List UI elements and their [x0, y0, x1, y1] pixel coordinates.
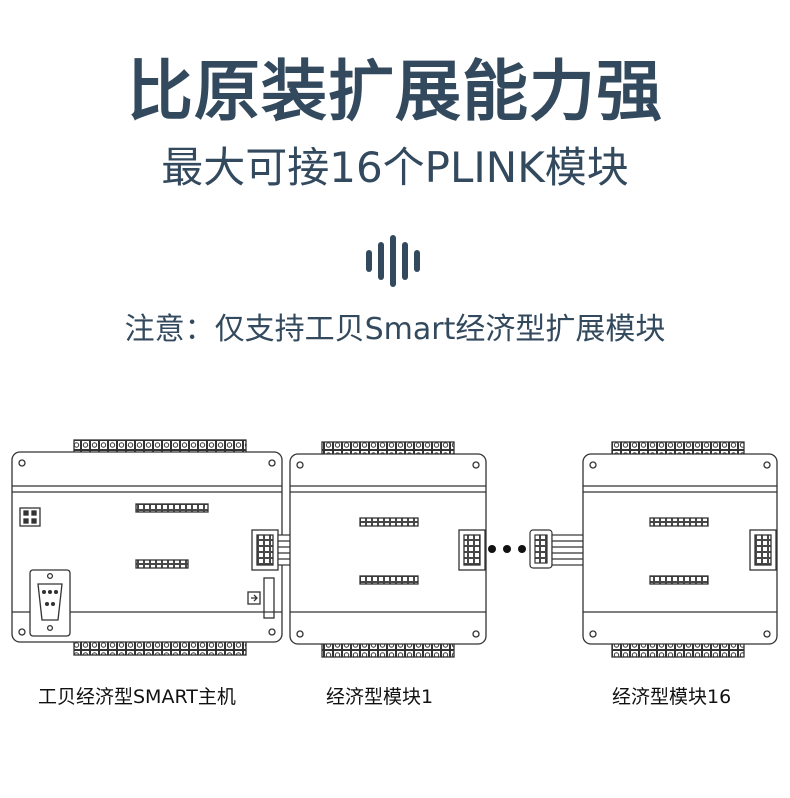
module-16 [582, 441, 778, 658]
host-label: 工贝经济型SMART主机 [38, 686, 236, 708]
module-16-label: 经济型模块16 [612, 686, 732, 708]
page-subtitle: 最大可接16个PLINK模块 [161, 143, 629, 192]
compatibility-note: 注意：仅支持工贝Smart经济型扩展模块 [124, 312, 666, 347]
dots-icon [488, 545, 526, 553]
page-title: 比原装扩展能力强 [127, 53, 663, 130]
module-1 [289, 441, 487, 658]
host-plc [11, 439, 283, 656]
module-1-label: 经济型模块1 [326, 686, 434, 708]
